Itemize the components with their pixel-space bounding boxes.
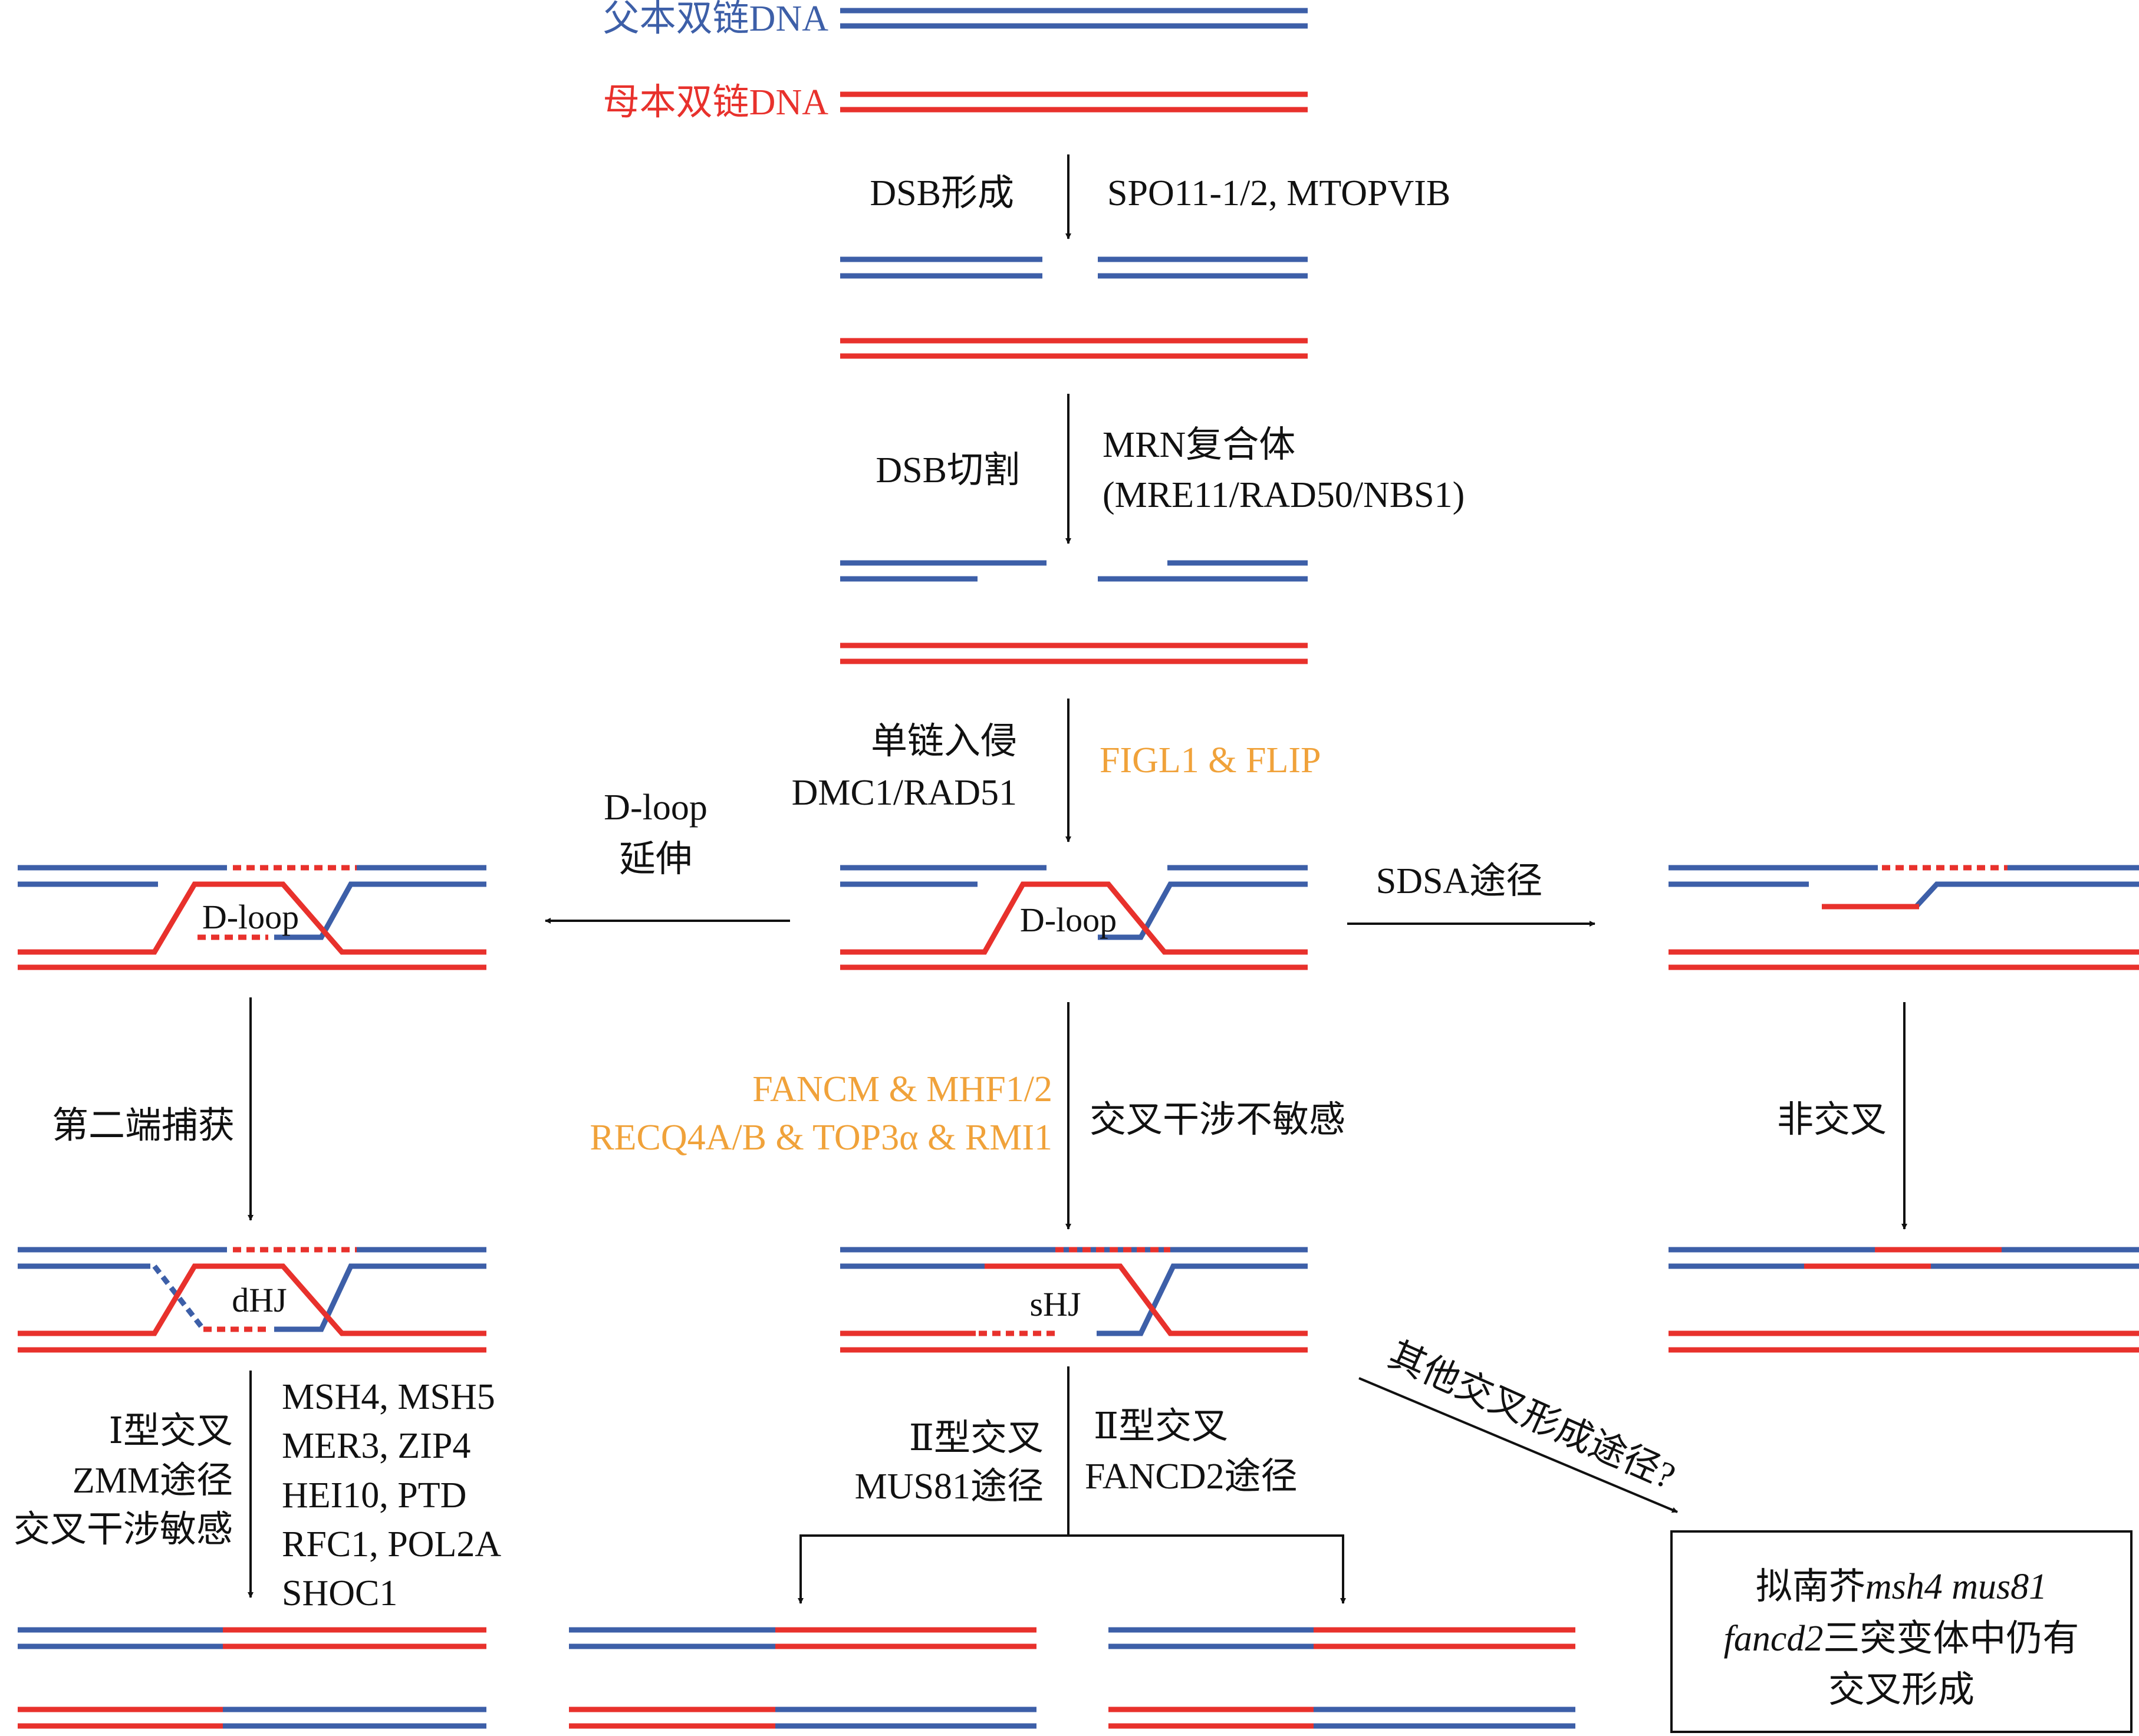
mus81-branch-arrow [798, 1534, 1068, 1604]
extended-dloop: D-loop [18, 865, 486, 970]
dhj-structure: dHJ [18, 1247, 486, 1353]
note-line3: 交叉形成 [1828, 1670, 1975, 1710]
paternal-label: 父本双链DNA [603, 0, 829, 39]
fancd2-branch-arrow [1068, 1534, 1346, 1604]
dloop-ext-label-line1: D-loop [604, 788, 707, 828]
zmm-gene-5: SHOC1 [282, 1573, 397, 1613]
class1-crossover-product [18, 1627, 486, 1729]
class1-label-line3: 交叉干涉敏感 [14, 1510, 233, 1550]
second-end-capture-label: 第二端捕获 [52, 1106, 235, 1146]
shj-structure: sHJ [840, 1247, 1308, 1353]
class2a-label-line2: MUS81途径 [855, 1467, 1044, 1507]
zmm-gene-4: RFC1, POL2A [282, 1524, 501, 1564]
triple-mutant-note: 拟南芥msh4 mus81 fancd2三突变体中仍有 交叉形成 [1670, 1530, 2133, 1733]
note-line1: 拟南芥msh4 mus81 [1756, 1567, 2047, 1607]
zmm-gene-2: MER3, ZIP4 [282, 1426, 470, 1466]
mrn-label-line1: MRN复合体 [1103, 425, 1295, 465]
fancm-label: FANCM & MHF1/2 [752, 1069, 1052, 1109]
noncrossover-product [1669, 1247, 2139, 1353]
shj-label: sHJ [1029, 1285, 1081, 1323]
maternal-label: 母本双链DNA [603, 83, 829, 123]
interference-insensitive-label: 交叉干涉不敏感 [1090, 1100, 1345, 1140]
invasion-label-line2: DMC1/RAD51 [792, 773, 1017, 813]
dsb-duplex [840, 256, 1308, 359]
zmm-gene-3: HEI10, PTD [282, 1475, 466, 1516]
dloop-label: D-loop [1020, 901, 1117, 939]
invasion-label-line1: 单链入侵 [871, 722, 1017, 762]
class1-label-line2: ZMM途径 [73, 1461, 233, 1501]
dsb-resection-label: DSB切割 [876, 450, 1020, 490]
dloop-extended-label: D-loop [202, 898, 299, 936]
dhj-label: dHJ [232, 1281, 287, 1319]
mrn-label-line2: (MRE11/RAD50/NBS1) [1103, 475, 1465, 515]
sdsa-label: SDSA途径 [1376, 861, 1543, 901]
dsb-formation-label: DSB形成 [870, 173, 1014, 213]
class2a-label-line1: Ⅱ型交叉 [909, 1418, 1044, 1458]
noncrossover-label: 非交叉 [1777, 1100, 1887, 1140]
maternal-dna-legend: 母本双链DNA [603, 83, 1308, 123]
class2b-label-line1: Ⅱ型交叉 [1094, 1406, 1228, 1447]
center-dloop: D-loop [840, 865, 1308, 970]
other-pathway-label: 其他交叉形成途径? [1383, 1335, 1681, 1497]
recq-label: RECQ4A/B & TOP3α & RMI1 [590, 1118, 1052, 1158]
sdsa-duplex [1669, 865, 2139, 970]
zmm-gene-1: MSH4, MSH5 [282, 1377, 495, 1417]
mus81-crossover-product [569, 1627, 1036, 1729]
dloop-ext-label-line2: 延伸 [619, 839, 692, 879]
other-pathway-arrow [1358, 1377, 1678, 1513]
dsb-formation-genes: SPO11-1/2, MTOPVIB [1107, 173, 1450, 213]
figl-flip-label: FIGL1 & FLIP [1100, 740, 1321, 780]
fancd2-crossover-product [1108, 1627, 1575, 1729]
paternal-dna-legend: 父本双链DNA [603, 0, 1308, 39]
resected-duplex [840, 560, 1308, 664]
class1-label-line1: Ⅰ型交叉 [109, 1411, 233, 1451]
class2b-label-line2: FANCD2途径 [1085, 1457, 1298, 1497]
note-line2: fancd2三突变体中仍有 [1724, 1619, 2079, 1659]
